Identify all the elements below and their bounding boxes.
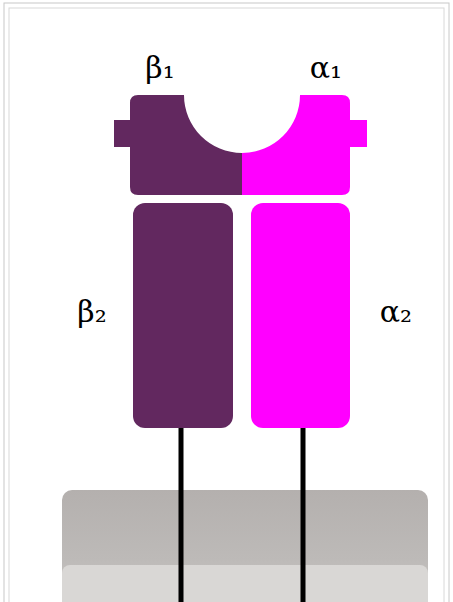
cell-membrane	[62, 490, 428, 602]
beta1-domain	[114, 95, 242, 195]
domain-label: β₂	[77, 297, 106, 327]
domain-label: α₁	[310, 53, 342, 83]
cell-membrane-lower	[62, 565, 428, 602]
domain-label: β₁	[145, 53, 174, 83]
alpha-stem	[301, 420, 306, 602]
alpha1-domain	[242, 95, 367, 195]
alpha2-domain	[251, 203, 350, 428]
beta-stem	[179, 420, 184, 602]
beta2-domain	[133, 203, 233, 428]
domain-label: α₂	[380, 297, 412, 327]
